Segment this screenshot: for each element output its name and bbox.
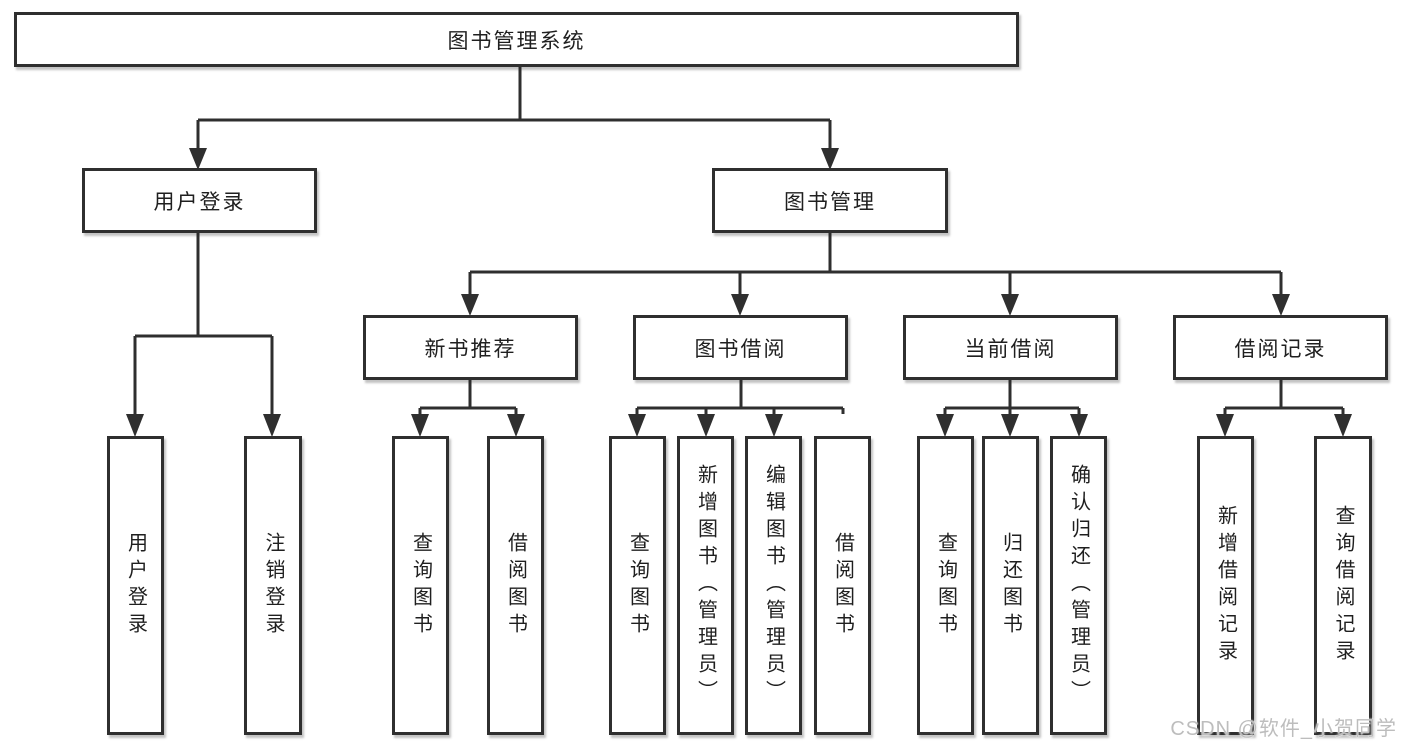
node-add-book-admin: 新增图书（管理员）: [677, 436, 734, 735]
node-query-books-borrowing: 查询图书: [609, 436, 666, 735]
node-query-books-current: 查询图书: [917, 436, 974, 735]
node-user-login: 用户登录: [82, 168, 317, 233]
node-logout: 注销登录: [244, 436, 302, 735]
connector-segments: [133, 67, 1345, 414]
node-edit-book-admin: 编辑图书（管理员）: [745, 436, 802, 735]
node-book-borrowing: 图书借阅: [633, 315, 848, 380]
node-query-books-recommend: 查询图书: [392, 436, 449, 735]
node-current-borrowing: 当前借阅: [903, 315, 1118, 380]
arrowheads: [126, 148, 1352, 437]
node-new-book-recommendation: 新书推荐: [363, 315, 578, 380]
node-borrow-books-recommend: 借阅图书: [487, 436, 544, 735]
node-user-login-leaf: 用户登录: [107, 436, 164, 735]
node-book-management: 图书管理: [712, 168, 948, 233]
node-return-books: 归还图书: [982, 436, 1039, 735]
node-confirm-return-admin: 确认归还（管理员）: [1050, 436, 1107, 735]
node-borrow-books-leaf: 借阅图书: [814, 436, 871, 735]
node-borrowing-records: 借阅记录: [1173, 315, 1388, 380]
node-add-borrow-record: 新增借阅记录: [1197, 436, 1254, 735]
node-query-borrow-record: 查询借阅记录: [1314, 436, 1372, 735]
watermark: CSDN @软件_小贺同学: [1170, 718, 1397, 740]
node-library-management-system: 图书管理系统: [14, 12, 1019, 67]
